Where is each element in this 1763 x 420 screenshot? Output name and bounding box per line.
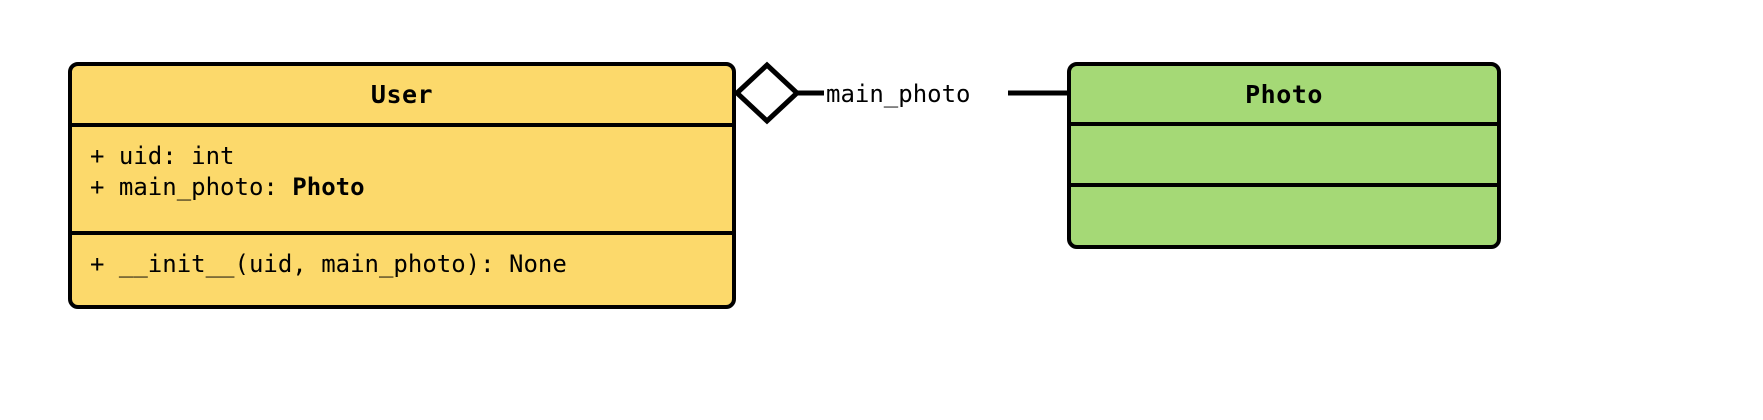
class-title-user: User	[370, 79, 434, 109]
class-attributes-photo	[1071, 122, 1497, 183]
attribute-main-photo: + main_photo: Photo	[90, 172, 732, 203]
attribute-uid: + uid: int	[90, 141, 235, 170]
class-methods-photo	[1071, 183, 1497, 245]
method-init: + __init__(uid, main_photo): None	[90, 249, 567, 278]
class-title-photo: Photo	[1245, 79, 1323, 109]
uml-class-user[interactable]: User + uid: int + main_photo: Photo + __…	[68, 62, 736, 309]
attribute-main-photo-type: Photo	[292, 172, 365, 201]
association-label-main-photo: main_photo	[824, 79, 973, 109]
aggregation-diamond-icon	[733, 61, 801, 125]
uml-class-photo[interactable]: Photo	[1067, 62, 1501, 249]
attribute-main-photo-prefix: + main_photo:	[90, 172, 293, 201]
class-methods-user: + __init__(uid, main_photo): None	[72, 230, 732, 305]
class-attributes-user: + uid: int + main_photo: Photo	[72, 122, 732, 231]
